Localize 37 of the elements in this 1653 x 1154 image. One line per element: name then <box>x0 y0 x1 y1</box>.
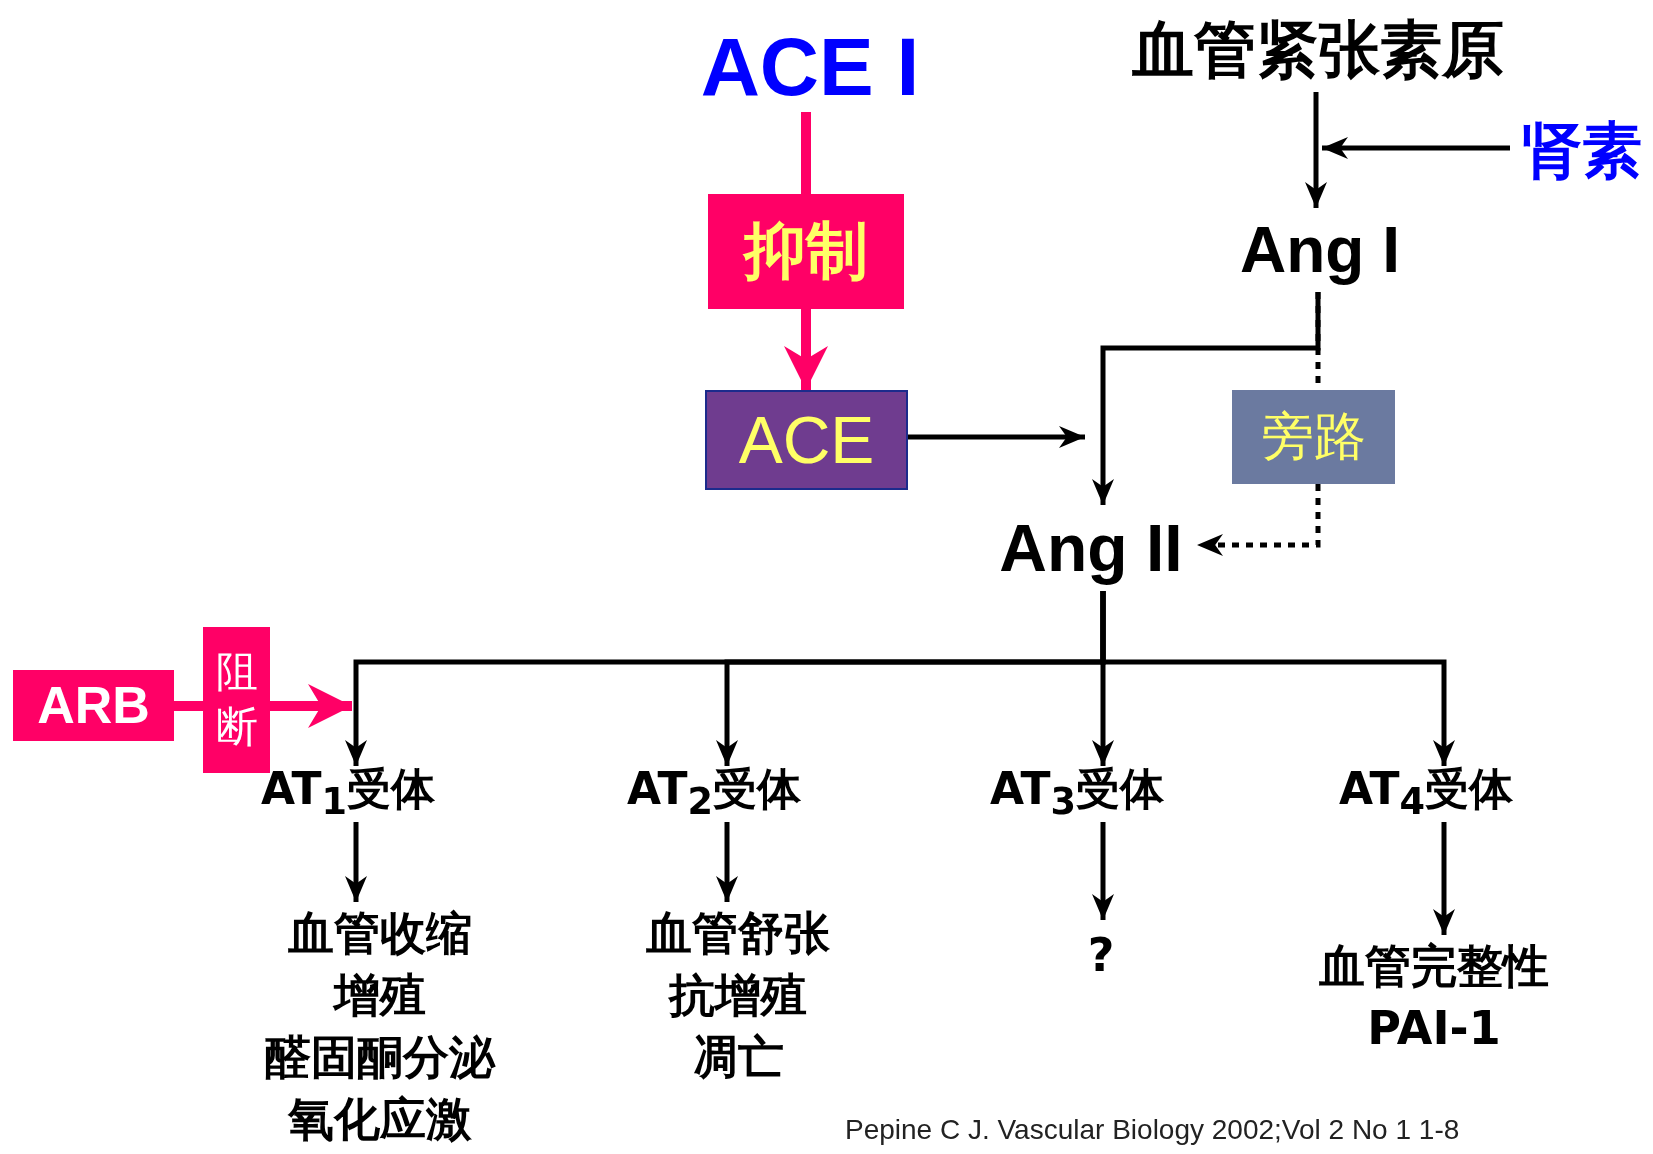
receptor-label: AT$_{2}$受体 <box>614 766 814 822</box>
arrow <box>1322 137 1510 159</box>
substance-label: Ang II <box>985 505 1197 591</box>
drug-box: ARB <box>13 670 174 741</box>
effect-text: 抗增殖 <box>669 967 807 1024</box>
citation-text: Pepine C J. Vascular Biology 2002;Vol 2 No 1 1-8 <box>845 1114 1460 1146</box>
receptor-label: AT$_{3}$受体 <box>977 766 1177 822</box>
effect-text: 增殖 <box>334 967 426 1024</box>
arrow <box>908 426 1085 448</box>
substance-label: 血管紧张素原 <box>1125 8 1510 92</box>
effect-text: PAI-1 <box>1367 1000 1501 1057</box>
arrow <box>1100 591 1455 766</box>
effect-text: 血管完整性 <box>1319 938 1549 995</box>
arrow <box>270 684 352 728</box>
effect-text: 血管收缩 <box>288 905 472 962</box>
effect-text: 血管舒张 <box>646 905 830 962</box>
block-box: 阻断 <box>203 627 270 773</box>
connector-line <box>174 701 203 711</box>
effect-text: 氧化应激 <box>288 1091 472 1148</box>
inhibit-box: 抑制 <box>708 194 904 309</box>
receptor-label: AT$_{4}$受体 <box>1326 766 1526 822</box>
effect-text: 醛固酮分泌 <box>265 1029 495 1086</box>
drug-label: ACE I <box>690 22 930 112</box>
arrow <box>1433 822 1455 935</box>
substance-label: Ang I <box>1220 208 1420 292</box>
connector-line <box>801 112 811 194</box>
effect-text: 凋亡 <box>692 1029 784 1086</box>
arrow <box>345 822 367 902</box>
enzyme-box: ACE <box>705 390 908 490</box>
arrow <box>1197 484 1321 556</box>
effect-label: ? <box>1061 920 1141 990</box>
bypass-box: 旁路 <box>1232 390 1395 484</box>
arrow <box>716 822 738 902</box>
arrow <box>784 309 828 390</box>
enzyme-label: 肾素 <box>1510 108 1653 192</box>
arrow <box>1092 822 1114 920</box>
arrow <box>1305 92 1327 208</box>
